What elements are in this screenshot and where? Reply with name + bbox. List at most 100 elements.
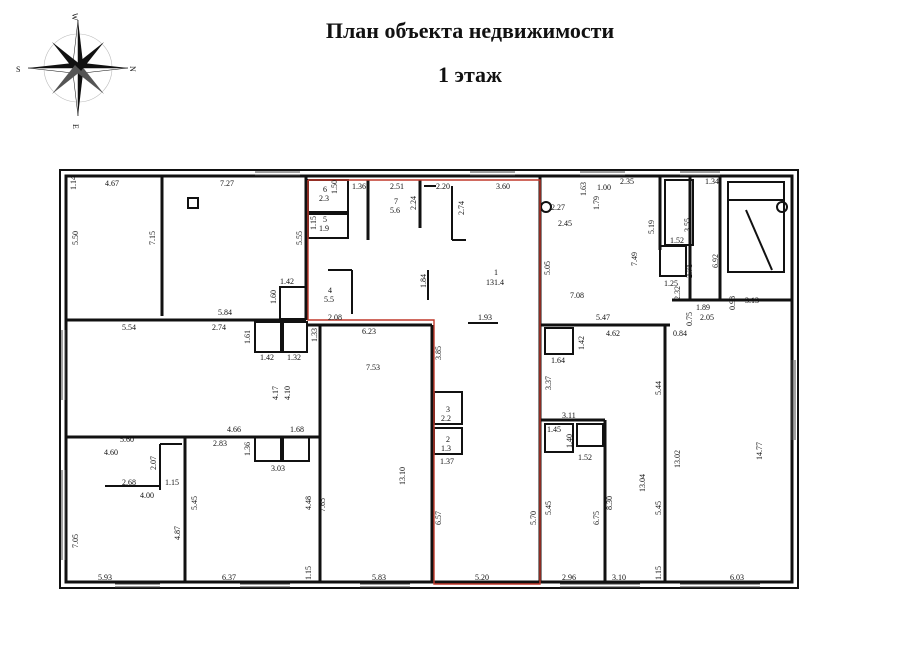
dim: 1.33: [310, 328, 319, 342]
dim: 3.13: [745, 296, 759, 305]
room-3-area: 2.2: [441, 414, 451, 423]
dim: 1.15: [304, 566, 313, 580]
dim: 1.37: [440, 457, 454, 466]
room-1-area: 131.4: [486, 278, 504, 287]
dim: 4.62: [606, 329, 620, 338]
dim: 2.51: [390, 182, 404, 191]
dim: 5.70: [529, 511, 538, 525]
room-4-area: 5.5: [324, 295, 334, 304]
dim: 5.84: [218, 308, 232, 317]
dim: 1.60: [269, 290, 278, 304]
dim: 2.74: [212, 323, 226, 332]
room-labels: 1 131.4 2 1.3 3 2.2 4 5.5 5 1.9 6 2.3 7 …: [319, 185, 504, 453]
room-3-number: 3: [446, 405, 450, 414]
dim: 1.61: [243, 330, 252, 344]
dim: 1.40: [565, 434, 574, 448]
dim: 7.53: [366, 363, 380, 372]
dim: 14.77: [755, 442, 764, 460]
dim: 1.32: [287, 353, 301, 362]
dim: 2.74: [457, 201, 466, 215]
dim: 13.02: [673, 450, 682, 468]
dim: 1.34: [705, 177, 719, 186]
dim: 7.49: [630, 252, 639, 266]
dim: 5.54: [122, 323, 136, 332]
dim: 2.68: [122, 478, 136, 487]
dim: 6.75: [592, 511, 601, 525]
dim: 1.15: [165, 478, 179, 487]
dim: 5.19: [647, 220, 656, 234]
compass-w: W: [70, 13, 79, 21]
dim: 1.50: [330, 180, 339, 194]
dim: 5.45: [654, 501, 663, 515]
dim: 1.52: [670, 236, 684, 245]
dim: 2.20: [436, 182, 450, 191]
room-1-number: 1: [494, 268, 498, 277]
dim: 0.84: [673, 329, 687, 338]
dim: 4.17: [271, 386, 280, 400]
dim: 2.96: [562, 573, 576, 582]
dim: 1.15: [654, 566, 663, 580]
dim: 5.47: [596, 313, 610, 322]
dim: 5.83: [372, 573, 386, 582]
dim: 7.27: [220, 179, 234, 188]
dim: 4.10: [283, 386, 292, 400]
dim: 5.45: [190, 496, 199, 510]
dim: 5.05: [543, 261, 552, 275]
windows: [61, 171, 796, 588]
dim: 7.08: [570, 291, 584, 300]
dim: 3.10: [612, 573, 626, 582]
dim: 5.45: [544, 501, 553, 515]
dim: 2.32: [673, 286, 682, 300]
dim: 2.24: [409, 196, 418, 210]
room-5-area: 1.9: [319, 224, 329, 233]
compass-rose-icon: W S N E: [16, 13, 137, 129]
dim: 2.71: [685, 264, 694, 278]
room-7-area: 5.6: [390, 206, 400, 215]
dim: 5.55: [295, 231, 304, 245]
dim: 1.36: [243, 442, 252, 456]
dim: 0.75: [685, 312, 694, 326]
dim: 2.35: [620, 177, 634, 186]
dim: 6.37: [222, 573, 236, 582]
dim: 2.45: [558, 219, 572, 228]
dim: 1.79: [592, 196, 601, 210]
room-5-number: 5: [323, 215, 327, 224]
dim: 4.60: [104, 448, 118, 457]
dim: 4.66: [227, 425, 241, 434]
dim: 1.93: [478, 313, 492, 322]
dim: 2.27: [551, 203, 565, 212]
room-4-number: 4: [328, 286, 332, 295]
dim: 1.68: [290, 425, 304, 434]
dim: 5.50: [71, 231, 80, 245]
dim: 1.36: [352, 182, 366, 191]
dim: 7.15: [148, 231, 157, 245]
dim: 1.14: [69, 176, 78, 190]
dimension-labels: 4.67 7.27 1.14 5.50 7.15 5.55 5.84 1.42 …: [69, 176, 764, 582]
dim: 5.60: [120, 435, 134, 444]
dim: 13.04: [638, 474, 647, 492]
dim: 3.11: [562, 411, 576, 420]
floor-label: 1 этаж: [437, 62, 503, 87]
dim: 7.05: [71, 534, 80, 548]
dim: 1.89: [696, 303, 710, 312]
dim: 6.23: [362, 327, 376, 336]
dim: 8.30: [605, 496, 614, 510]
dim: 2.83: [213, 439, 227, 448]
dim: 3.37: [544, 376, 553, 390]
dim: 2.08: [328, 313, 342, 322]
dim: 13.10: [398, 467, 407, 485]
dim: 1.52: [578, 453, 592, 462]
dim: 1.64: [551, 356, 565, 365]
dim: 4.87: [173, 526, 182, 540]
dim: 1.25: [664, 279, 678, 288]
dim: 3.85: [434, 346, 443, 360]
dim: 1.42: [577, 336, 586, 350]
dim: 0.98: [728, 296, 737, 310]
dim: 1.42: [280, 277, 294, 286]
dim: 3.03: [271, 464, 285, 473]
room-1-outline: [307, 179, 541, 585]
room-6-number: 6: [323, 185, 327, 194]
dim: 1.84: [419, 274, 428, 288]
dim: 1.42: [260, 353, 274, 362]
